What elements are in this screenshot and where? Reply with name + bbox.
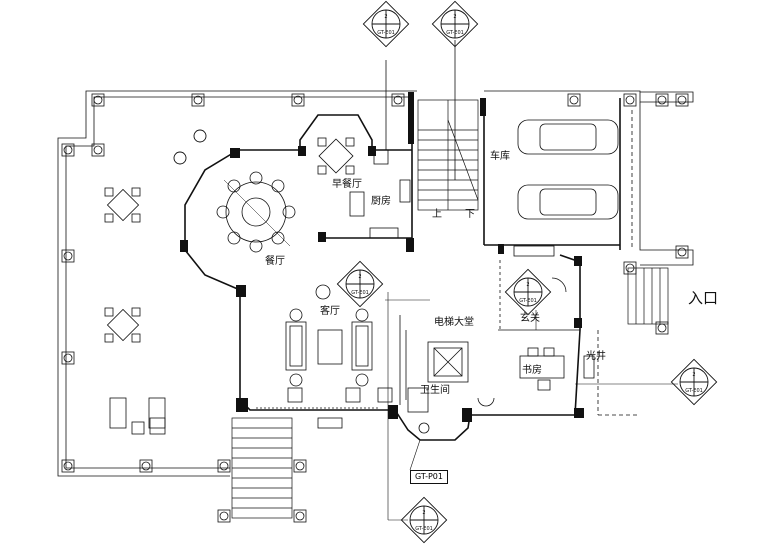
marker-bottom xyxy=(400,496,448,544)
fixture-tag: GT-P01 xyxy=(410,470,448,484)
marker-right-num: 2 xyxy=(692,372,695,378)
marker-bottom-sheet: GT-E01 xyxy=(415,526,433,532)
label-dining: 餐厅 xyxy=(265,256,285,267)
marker-living xyxy=(336,260,384,308)
marker-bottom-num: 2 xyxy=(422,510,425,516)
terrace-furniture xyxy=(104,187,166,435)
breakfast-table xyxy=(317,137,355,175)
marker-right-sheet: GT-E01 xyxy=(685,388,703,394)
marker-top-right xyxy=(431,0,479,48)
elevation-markers xyxy=(173,0,718,544)
label-lightwell: 光井 xyxy=(586,351,606,362)
label-down: 下 xyxy=(465,209,475,220)
marker-top-right-sheet: GT-E01 xyxy=(446,30,464,36)
label-elevator-hall: 电梯大堂 xyxy=(434,317,474,328)
marker-top-right-num: 2 xyxy=(453,14,456,20)
marker-living-sheet: GT-E01 xyxy=(351,290,369,296)
label-breakfast: 早餐厅 xyxy=(332,179,362,190)
terrace-outline xyxy=(57,90,694,477)
garage-cars xyxy=(517,110,633,250)
leader-lines xyxy=(385,292,678,521)
elevator xyxy=(407,341,495,434)
dining-table xyxy=(216,171,296,253)
label-study: 书房 xyxy=(522,365,542,376)
label-living: 客厅 xyxy=(320,306,340,317)
marker-top-left-sheet: GT-E01 xyxy=(377,30,395,36)
living-furniture xyxy=(256,284,393,429)
label-garage: 车库 xyxy=(490,151,510,162)
label-up: 上 xyxy=(432,209,442,220)
marker-dining xyxy=(173,129,207,165)
kitchen-fixtures xyxy=(349,40,456,239)
label-kitchen: 厨房 xyxy=(371,196,391,207)
marker-texts: 2 GT-E01 2 GT-E01 2 GT-E01 2 GT-E01 2 GT… xyxy=(351,14,703,532)
building-walls xyxy=(184,92,621,441)
label-entrance: 入口 xyxy=(688,289,719,307)
label-wc: 卫生间 xyxy=(420,385,450,396)
marker-foyer-num: 2 xyxy=(526,282,529,288)
entry-stairs xyxy=(231,267,669,519)
marker-living-num: 2 xyxy=(358,274,361,280)
marker-foyer xyxy=(504,268,552,316)
terrace-columns xyxy=(61,93,689,523)
marker-foyer-sheet: GT-E01 xyxy=(519,298,537,304)
marker-right xyxy=(670,358,718,406)
foyer-partitions xyxy=(399,245,580,405)
wall-blocks xyxy=(180,92,584,422)
study-furniture xyxy=(519,330,640,416)
marker-top-left-num: 2 xyxy=(384,14,387,20)
main-stairs xyxy=(417,99,479,211)
marker-top-left xyxy=(362,0,410,48)
label-foyer: 玄关 xyxy=(520,313,540,324)
